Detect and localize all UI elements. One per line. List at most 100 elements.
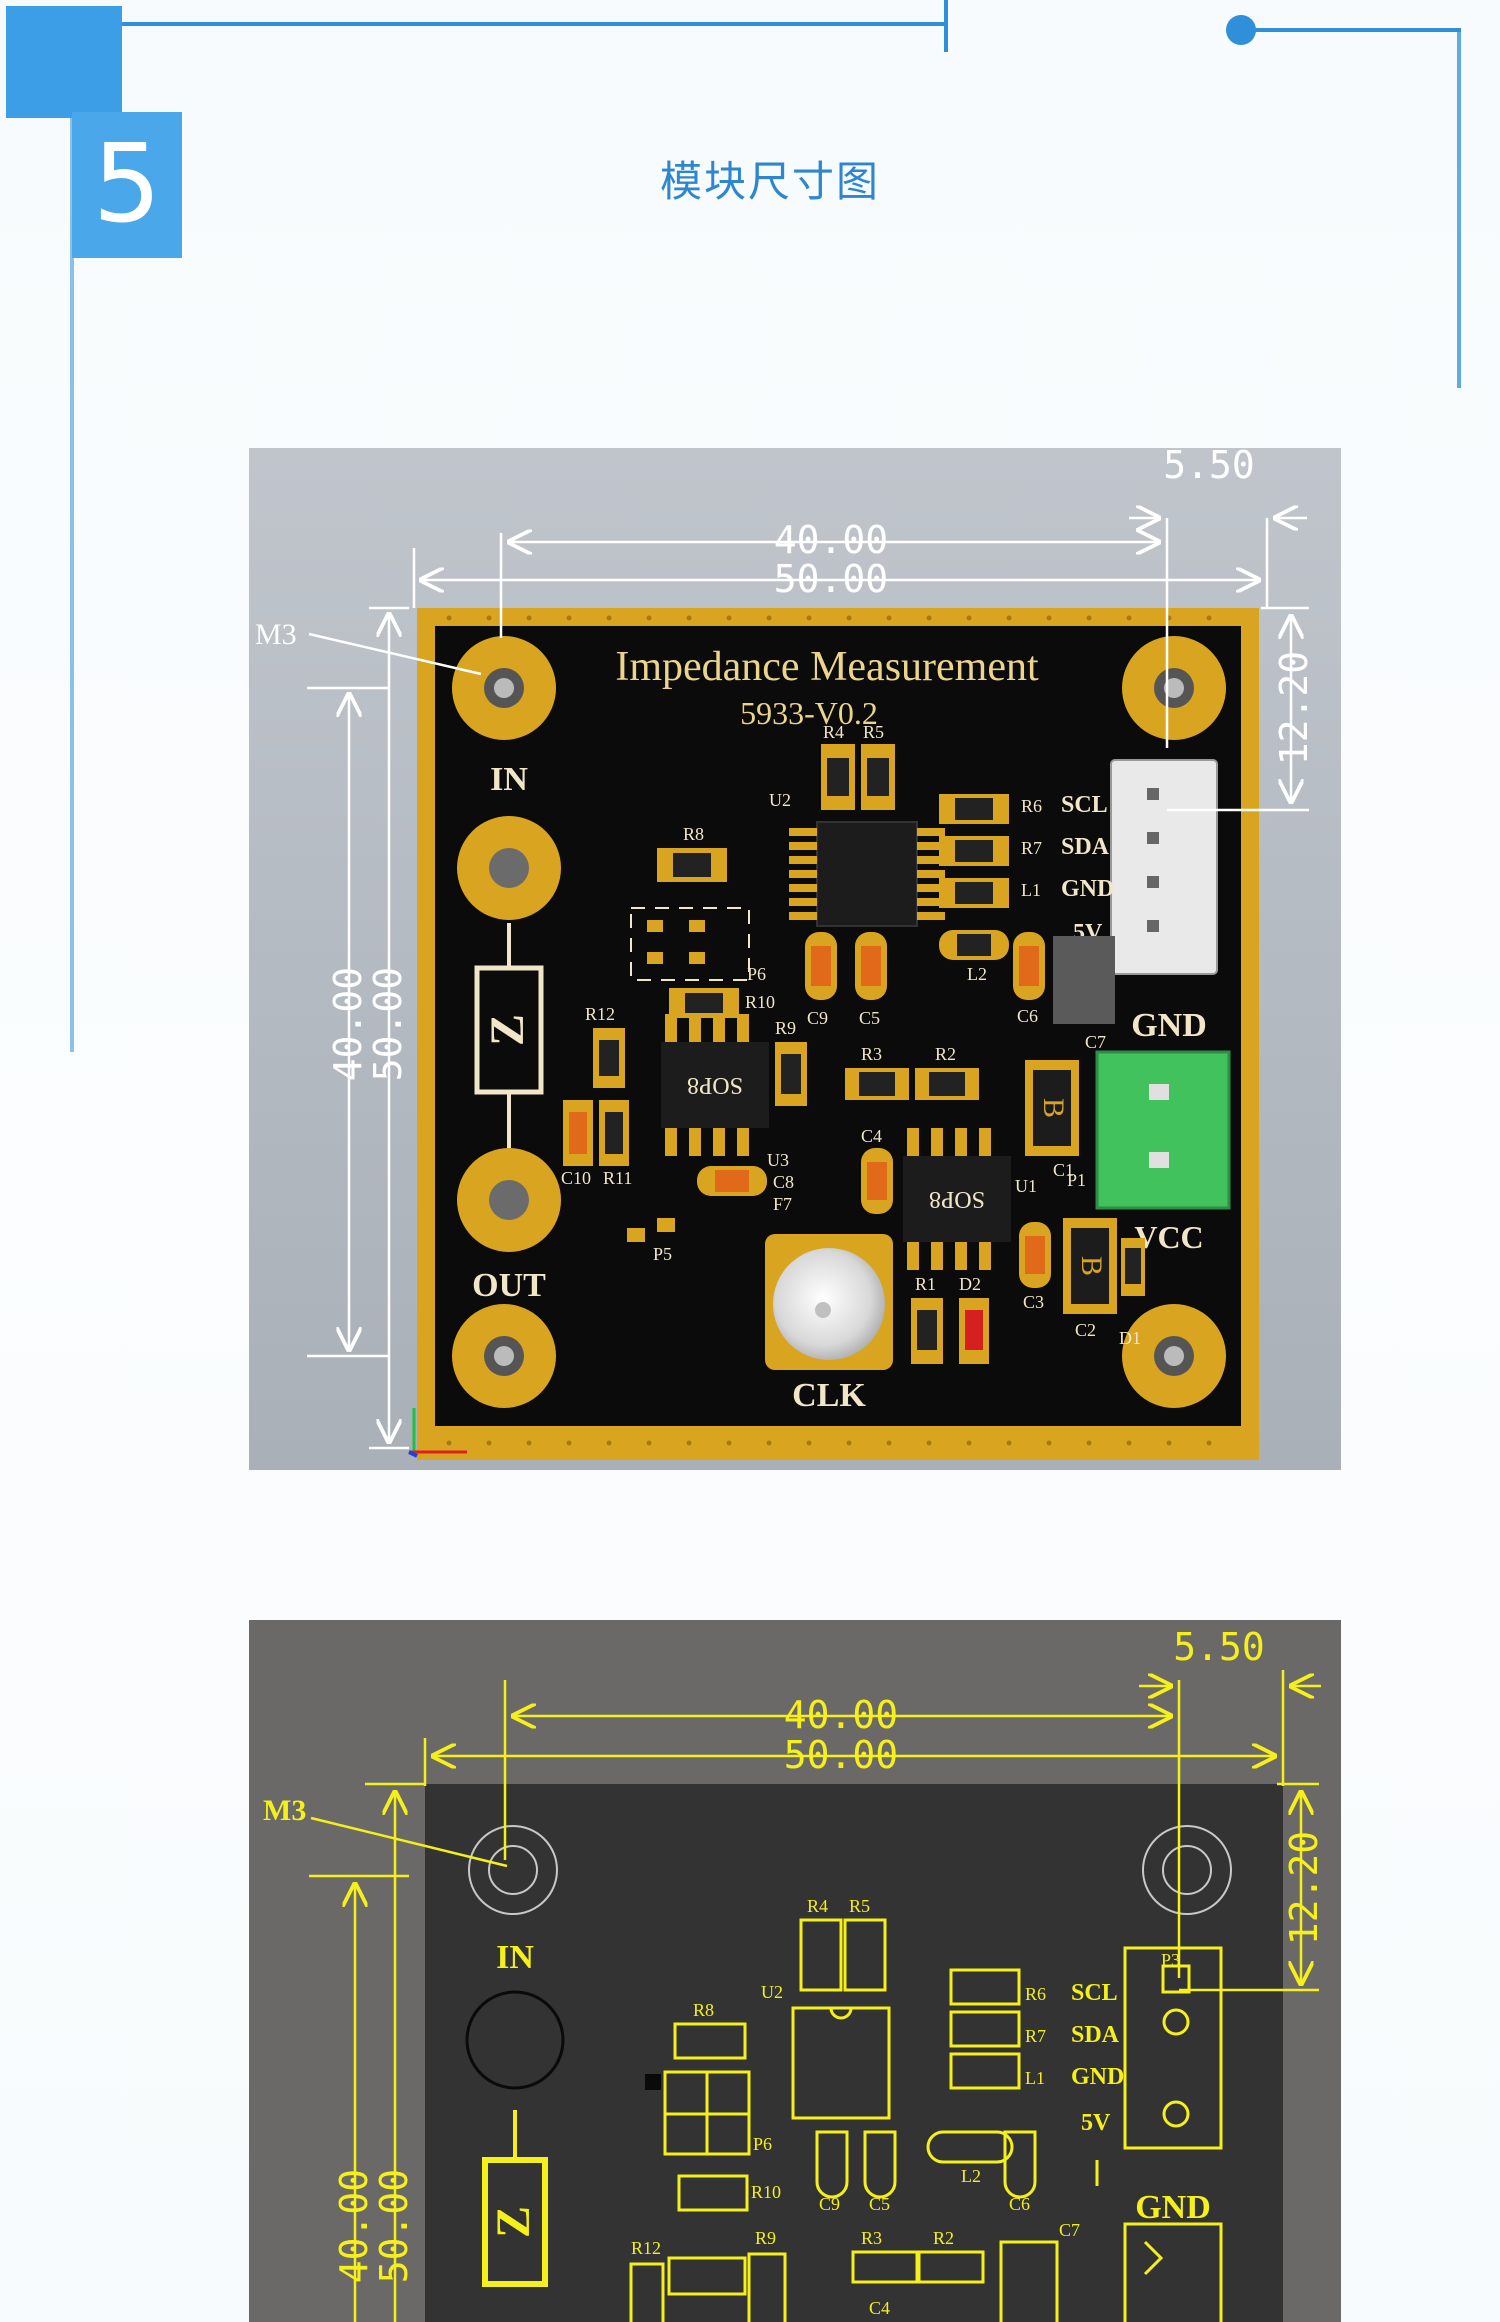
mount-hole-bottom-right <box>1122 1304 1226 1408</box>
dim-50-vertical-2: 50.00 <box>372 2169 416 2283</box>
ref-l1: L1 <box>1021 880 1041 900</box>
ref-r6: R6 <box>1021 796 1042 816</box>
pin-label-scl-2: SCL <box>1071 1980 1118 2006</box>
ref-p1: P1 <box>1067 1170 1086 1190</box>
ref-u2-2: U2 <box>761 1982 783 2002</box>
board-version: 5933-V0.2 <box>740 695 878 731</box>
label-z-2: Z <box>487 2206 540 2238</box>
ref-c6-2: C6 <box>1009 2194 1030 2214</box>
mount-hole-top-right <box>1122 636 1226 740</box>
frame-top-right-line <box>1240 28 1461 32</box>
ref-l2-2: L2 <box>961 2166 981 2186</box>
section-title: 模块尺寸图 <box>659 157 880 206</box>
section-number-shadow <box>6 6 122 118</box>
chip-u3-label: SOP8 <box>687 1072 743 1098</box>
frame-top-tick <box>944 0 948 52</box>
dim-50-horizontal: 50.00 <box>774 557 888 601</box>
label-gnd: GND <box>1131 1007 1207 1044</box>
ref-r7: R7 <box>1021 838 1042 858</box>
ref-r4: R4 <box>823 722 844 742</box>
ref-c7: C7 <box>1085 1032 1106 1052</box>
ref-d2: D2 <box>959 1274 981 1294</box>
clk-connector <box>773 1248 885 1360</box>
ref-u2: U2 <box>769 790 791 810</box>
svg-text:B: B <box>1075 1256 1108 1276</box>
ref-l1-2: L1 <box>1025 2068 1045 2088</box>
dim-12-20: 12.20 <box>1272 651 1316 765</box>
ref-r2: R2 <box>935 1044 956 1064</box>
label-in-2: IN <box>496 1939 534 1976</box>
board-drawing: IN Z SCL SDA GND 5V GND R6 R7 L1 R4 R5 U… <box>249 1620 1341 2322</box>
ref-c5: C5 <box>859 1008 880 1028</box>
ref-r1: R1 <box>915 1274 936 1294</box>
ref-r3: R3 <box>861 1044 882 1064</box>
capacitors-top-row <box>805 930 1115 1024</box>
pin-label-sda: SDA <box>1061 834 1110 860</box>
dim-m3-2: M3 <box>263 1794 306 1827</box>
ref-r5-2: R5 <box>849 1896 870 1916</box>
pin-label-gnd-2: GND <box>1071 2064 1124 2090</box>
dim-50-horizontal-2: 50.00 <box>784 1733 898 1777</box>
frame-left-line <box>70 22 74 1052</box>
resistors-r4-r5 <box>821 744 895 810</box>
connector-p3 <box>1110 759 1218 975</box>
ref-d1: D1 <box>1119 1328 1141 1348</box>
pin-label-gnd: GND <box>1061 876 1114 902</box>
dim-40-horizontal-2: 40.00 <box>784 1693 898 1737</box>
chip-u3 <box>661 1042 769 1128</box>
pcb-outline <box>425 1784 1283 2322</box>
chip-u1 <box>903 1156 1011 1242</box>
board-title: Impedance Measurement <box>615 644 1039 690</box>
ref-c2: C2 <box>1075 1320 1096 1340</box>
pin-label-sda-2: SDA <box>1071 2022 1120 2048</box>
ref-c1: C1 <box>1053 1160 1074 1180</box>
ref-p6-2: P6 <box>753 2134 772 2154</box>
ref-c9-2: C9 <box>819 2194 840 2214</box>
dim-m3: M3 <box>255 618 297 651</box>
svg-text:B: B <box>1037 1098 1070 1118</box>
chip-u2 <box>816 821 918 927</box>
ref-c3: C3 <box>1023 1292 1044 1312</box>
ref-f7: F7 <box>773 1194 792 1214</box>
ref-r8-2: R8 <box>693 2000 714 2020</box>
ref-r6-2: R6 <box>1025 1984 1046 2004</box>
ref-r12: R12 <box>585 1004 615 1024</box>
board-render-panel: IN OUT Z Impedance Measurement 5933-V0.2… <box>249 448 1341 1470</box>
mount-hole-top-left <box>452 636 556 740</box>
ref-r10-2: R10 <box>751 2182 781 2202</box>
label-out: OUT <box>472 1267 546 1304</box>
label-in: IN <box>490 761 528 798</box>
ref-r8: R8 <box>683 824 704 844</box>
dim-40-horizontal: 40.00 <box>774 518 888 562</box>
ref-c9: C9 <box>807 1008 828 1028</box>
dim-12-20-2: 12.20 <box>1282 1831 1326 1945</box>
pin-label-5v-2: 5V <box>1081 2110 1111 2136</box>
ref-r10: R10 <box>745 992 775 1012</box>
pcb-edge-vias <box>446 615 1212 1446</box>
dim-5-50-2: 5.50 <box>1173 1625 1265 1669</box>
dimensions-yellow <box>309 1670 1321 2322</box>
ref-u1: U1 <box>1015 1176 1037 1196</box>
dim-5-50: 5.50 <box>1163 448 1255 487</box>
ref-r9-2: R9 <box>755 2228 776 2248</box>
ref-c4: C4 <box>861 1126 882 1146</box>
ref-p3-2: P3 <box>1161 1950 1180 1970</box>
label-clk: CLK <box>792 1377 866 1414</box>
terminal-block <box>1095 1050 1231 1210</box>
dim-40-vertical: 40.00 <box>326 967 370 1081</box>
ref-r5: R5 <box>863 722 884 742</box>
label-gnd-2: GND <box>1135 2189 1211 2226</box>
ref-l2: L2 <box>967 964 987 984</box>
frame-top-line <box>48 22 946 26</box>
ref-c6: C6 <box>1017 1006 1038 1026</box>
frame-dot <box>1226 15 1256 45</box>
ref-r4-2: R4 <box>807 1896 828 1916</box>
pin-label-scl: SCL <box>1061 792 1108 818</box>
dimensions-white <box>307 518 1309 1450</box>
ref-r11: R11 <box>603 1168 632 1188</box>
frame-right-line <box>1457 28 1461 388</box>
ref-c4-2: C4 <box>869 2298 890 2318</box>
ref-r9: R9 <box>775 1018 796 1038</box>
ref-r3-2: R3 <box>861 2228 882 2248</box>
dim-40-vertical-2: 40.00 <box>332 2169 376 2283</box>
